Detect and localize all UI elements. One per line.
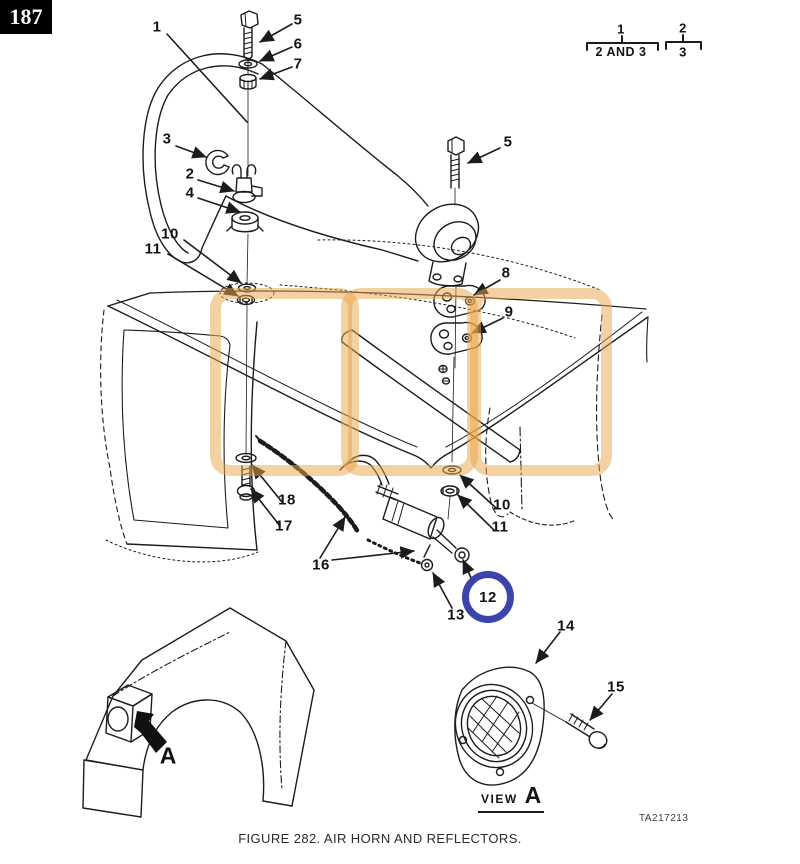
detail-arrow [134,711,167,753]
horn-bracket [226,164,264,233]
callout-17: 17 [275,517,293,535]
horn [142,53,429,264]
fender-detail [82,607,315,818]
callout-2: 2 [185,165,195,183]
callout-5-top: 5 [293,11,303,29]
bolt-washer-stack-top [238,10,259,455]
ref-group2-sheets: 3 [679,44,687,60]
callout-5-right: 5 [503,133,513,151]
callout-10-right: 10 [493,496,511,514]
clamp-ring [205,149,230,176]
ref-group1-item: 1 [617,21,625,37]
ref-group1-sheets: 2 AND 3 [595,45,647,59]
callout-3: 3 [162,130,172,148]
view-a-label: VIEW A [478,782,545,813]
figure-caption: FIGURE 282. AIR HORN AND REFLECTORS. [238,831,522,846]
callout-8: 8 [501,264,511,282]
watermark-block [210,288,359,476]
view-letter: A [524,782,542,808]
callout-9: 9 [504,303,514,321]
callout-18: 18 [278,491,296,509]
pull-chain [255,435,361,535]
callout-10-left: 10 [161,225,179,243]
callout-4: 4 [185,184,195,202]
callout-15: 15 [607,678,625,696]
drawing-ref: TA217213 [639,813,689,824]
highlight-circle: 12 [462,571,514,623]
callout-11-right: 11 [491,518,509,536]
watermark-block [470,288,612,476]
bolt-right [447,136,465,520]
callout-16: 16 [312,556,330,574]
page-number: 187 [9,4,43,29]
page-number-box: 187 [0,0,52,34]
detail-arrow-letter: A [159,742,177,769]
callout-6: 6 [293,35,303,53]
callout-13: 13 [447,606,465,624]
callout-12: 12 [479,588,497,606]
ref-group2-item: 2 [679,20,687,36]
callout-1: 1 [152,18,162,36]
horn-housing [414,203,480,287]
callout-7: 7 [293,55,303,73]
callout-14: 14 [557,617,575,635]
reference-brackets [586,34,702,51]
callout-11-left: 11 [144,240,162,258]
watermark-block [341,288,478,476]
reflector-plate [454,666,608,786]
view-word: VIEW [481,792,518,806]
